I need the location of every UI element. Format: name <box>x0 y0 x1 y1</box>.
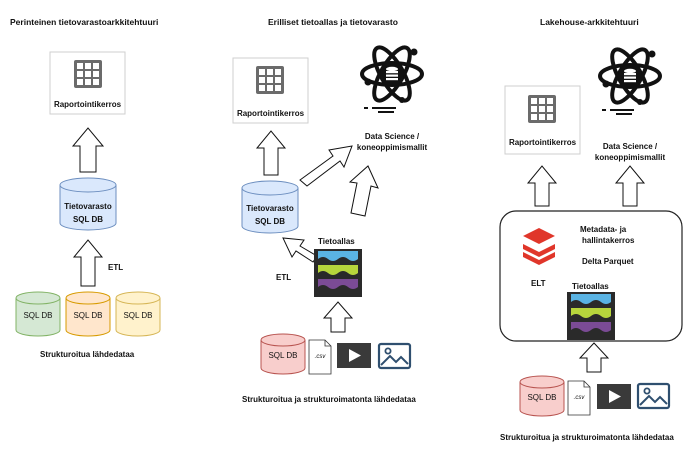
svg-text:.csv: .csv <box>574 395 586 401</box>
svg-text:Data Science /: Data Science / <box>365 132 420 141</box>
reporting-label-3: Raportointikerros <box>509 138 577 147</box>
svg-text:koneoppimismallit: koneoppimismallit <box>595 153 666 162</box>
source-db-red-3: SQL DB <box>519 375 565 417</box>
reporting-box-2: Raportointikerros <box>232 57 309 124</box>
elt-label: ELT <box>531 279 546 288</box>
svg-text:.csv: .csv <box>315 354 327 360</box>
etl-label-1: ETL <box>108 263 123 272</box>
title-separate: Erilliset tietoallas ja tietovarasto <box>268 17 398 27</box>
source-db-orange: SQL DB <box>65 291 111 337</box>
data-lake-icon <box>314 249 362 297</box>
grid-icon <box>256 66 284 94</box>
svg-text:Tietovarasto: Tietovarasto <box>246 204 294 213</box>
svg-text:SQL DB: SQL DB <box>255 217 285 226</box>
source-db-yellow: SQL DB <box>115 291 161 337</box>
image-icon <box>377 342 412 370</box>
grid-icon <box>528 95 556 123</box>
warehouse-db-1: Tietovarasto SQL DB <box>59 177 117 231</box>
title-lakehouse: Lakehouse-arkkitehtuuri <box>540 17 639 27</box>
source-db-green: SQL DB <box>15 291 61 337</box>
reporting-label-1: Raportointikerros <box>54 100 122 109</box>
arrow-diag-2b <box>282 237 318 263</box>
etl-label-2: ETL <box>276 273 291 282</box>
footer-traditional: Strukturoitua lähdedataa <box>40 350 135 359</box>
svg-text:hallintakerros: hallintakerros <box>582 236 635 245</box>
atom-database-icon <box>598 42 662 116</box>
svg-text:Tietovarasto: Tietovarasto <box>64 202 112 211</box>
lake-label-2: Tietoallas <box>318 237 355 246</box>
svg-text:SQL DB: SQL DB <box>527 393 556 402</box>
title-traditional: Perinteinen tietovarastoarkkitehtuuri <box>10 17 158 27</box>
arrow-up-3a <box>526 165 558 207</box>
delta-parquet-label: Delta Parquet <box>582 257 634 266</box>
svg-text:Data Science /: Data Science / <box>603 142 658 151</box>
video-play-icon <box>597 384 631 409</box>
arrow-up-2b <box>348 165 379 217</box>
video-play-icon <box>337 343 371 368</box>
metadata-label: Metadata- ja hallintakerros <box>580 225 635 245</box>
grid-icon <box>74 60 102 88</box>
atom-database-icon <box>360 40 424 114</box>
footer-lakehouse: Strukturoitua ja strukturoimatonta lähde… <box>500 433 674 442</box>
reporting-box-1: Raportointikerros <box>49 51 126 115</box>
csv-file-icon-2: .csv <box>308 339 332 375</box>
arrow-up-1b <box>72 239 104 287</box>
source-db-red-2: SQL DB <box>260 333 306 375</box>
csv-file-icon-3: .csv <box>567 380 591 416</box>
arrow-up-3b <box>614 165 646 207</box>
reporting-label-2: Raportointikerros <box>237 109 305 118</box>
arrow-up-2c <box>322 301 354 333</box>
arrow-diag-2 <box>299 145 353 187</box>
lake-label-3: Tietoallas <box>572 282 609 291</box>
svg-text:SQL DB: SQL DB <box>73 311 102 320</box>
ds-label-2: Data Science / koneoppimismallit <box>357 132 428 152</box>
svg-text:SQL DB: SQL DB <box>73 215 103 224</box>
ds-label-3: Data Science / koneoppimismallit <box>595 142 666 162</box>
footer-separate: Strukturoitua ja strukturoimatonta lähde… <box>242 395 416 404</box>
svg-text:Metadata- ja: Metadata- ja <box>580 225 627 234</box>
svg-text:SQL DB: SQL DB <box>123 311 152 320</box>
arrow-up-1a <box>71 127 105 173</box>
svg-text:SQL DB: SQL DB <box>23 311 52 320</box>
reporting-box-3: Raportointikerros <box>504 85 581 155</box>
data-lake-icon <box>567 292 615 340</box>
arrow-up-2a <box>255 130 287 176</box>
warehouse-db-2: Tietovarasto SQL DB <box>241 180 299 234</box>
image-icon <box>636 382 671 410</box>
arrow-up-3c <box>578 342 610 373</box>
svg-text:koneoppimismallit: koneoppimismallit <box>357 143 428 152</box>
svg-text:SQL DB: SQL DB <box>268 351 297 360</box>
